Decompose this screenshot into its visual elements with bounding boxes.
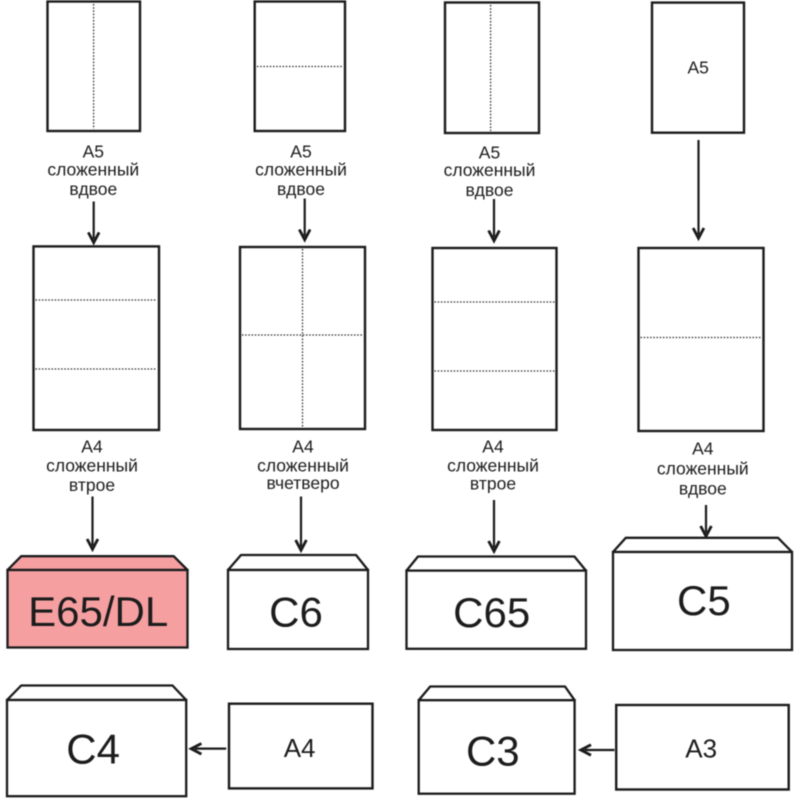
- svg-text:вдвое: вдвое: [277, 179, 325, 199]
- svg-text:C4: C4: [66, 726, 120, 773]
- svg-text:сложенный: сложенный: [46, 456, 138, 476]
- svg-text:А5: А5: [479, 143, 500, 163]
- svg-text:сложенный: сложенный: [444, 160, 536, 180]
- svg-text:C6: C6: [269, 589, 323, 636]
- svg-text:втрое: втрое: [69, 475, 115, 495]
- svg-text:А5: А5: [83, 142, 104, 162]
- svg-text:C5: C5: [677, 577, 731, 624]
- svg-text:А3: А3: [685, 734, 717, 764]
- svg-text:вдвое: вдвое: [69, 179, 117, 199]
- svg-text:А5: А5: [687, 57, 708, 77]
- svg-text:C3: C3: [466, 728, 520, 775]
- svg-text:вдвое: вдвое: [679, 479, 727, 499]
- svg-text:сложенный: сложенный: [447, 456, 539, 476]
- svg-text:А4: А4: [482, 437, 504, 457]
- svg-text:сложенный: сложенный: [47, 159, 139, 179]
- svg-text:вдвое: вдвое: [466, 180, 514, 200]
- svg-text:А4: А4: [692, 439, 714, 459]
- svg-text:А5: А5: [290, 142, 311, 162]
- svg-text:E65/DL: E65/DL: [28, 588, 168, 635]
- svg-text:А4: А4: [81, 436, 103, 456]
- svg-text:C65: C65: [453, 589, 530, 636]
- svg-text:сложенный: сложенный: [255, 159, 347, 179]
- svg-text:втрое: втрое: [470, 474, 516, 494]
- svg-text:А4: А4: [284, 733, 316, 763]
- svg-text:сложенный: сложенный: [657, 459, 749, 479]
- svg-text:А4: А4: [292, 436, 314, 456]
- svg-text:сложенный: сложенный: [257, 456, 349, 476]
- svg-text:вчетверо: вчетверо: [266, 473, 339, 493]
